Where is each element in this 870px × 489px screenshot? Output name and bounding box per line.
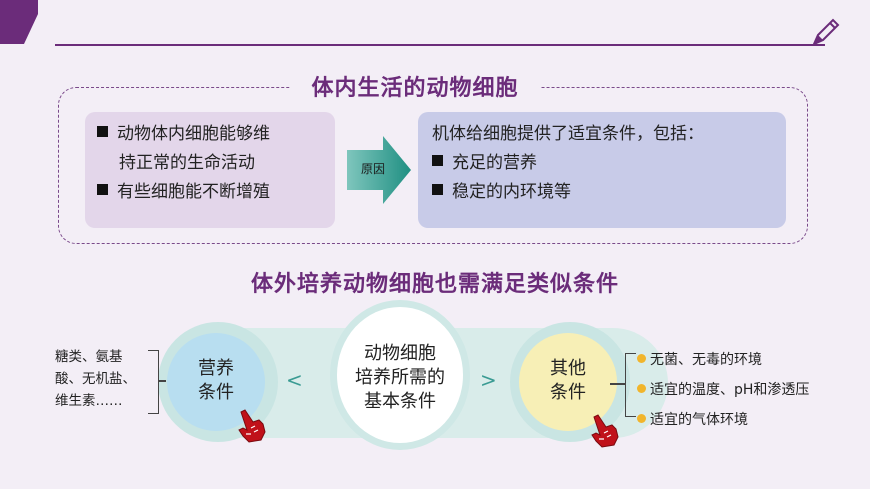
header-divider <box>55 44 825 46</box>
nutrition-line: 营养 <box>198 358 234 379</box>
nutrient-line: 酸、无机盐、 <box>55 371 136 387</box>
square-bullet-icon <box>97 126 108 137</box>
corner-decoration <box>0 0 38 44</box>
less-than-sign: < <box>286 368 303 392</box>
other-line: 条件 <box>550 382 586 403</box>
square-bullet-icon <box>97 184 108 195</box>
pen-icon <box>812 18 840 46</box>
nutrition-line: 条件 <box>198 382 234 403</box>
condition-item: 充足的营养 <box>432 149 772 178</box>
section-title: 体内生活的动物细胞 <box>290 71 540 107</box>
fact-text: 动物体内细胞能够维 <box>117 124 270 144</box>
conditions-card: 机体给细胞提供了适宜条件，包括： 充足的营养 稳定的内环境等 <box>418 112 786 228</box>
other-condition-text: 适宜的气体环境 <box>650 412 748 428</box>
nutrient-line: 维生素…… <box>55 393 123 409</box>
right-connector <box>610 383 625 385</box>
square-bullet-icon <box>432 155 443 166</box>
condition-item: 稳定的内环境等 <box>432 178 772 207</box>
center-circle <box>337 307 463 443</box>
condition-text: 稳定的内环境等 <box>452 182 571 202</box>
fact-item: 动物体内细胞能够维 <box>97 120 323 149</box>
nutrient-line: 糖类、氨基 <box>55 349 123 365</box>
center-line: 基本条件 <box>364 391 436 412</box>
reason-arrow-icon <box>347 136 411 204</box>
other-condition-item: 适宜的温度、pH和渗透压 <box>637 375 867 405</box>
bullet-dot-icon <box>637 384 646 393</box>
in-vivo-facts-card: 动物体内细胞能够维 持正常的生命活动 有些细胞能不断增殖 <box>85 112 335 228</box>
other-label: 其他 条件 <box>519 357 617 405</box>
other-condition-item: 无菌、无毒的环境 <box>637 345 867 375</box>
bullet-dot-icon <box>637 354 646 363</box>
square-bullet-icon <box>432 184 443 195</box>
condition-text: 充足的营养 <box>452 153 537 173</box>
center-label: 动物细胞 培养所需的 基本条件 <box>337 342 463 414</box>
fact-text: 有些细胞能不断增殖 <box>117 182 270 202</box>
fact-item-continued: 持正常的生命活动 <box>119 153 255 173</box>
subtitle: 体外培养动物细胞也需满足类似条件 <box>250 272 619 297</box>
right-bracket <box>625 353 636 417</box>
other-condition-text: 无菌、无毒的环境 <box>650 352 762 368</box>
other-condition-item: 适宜的气体环境 <box>637 405 867 435</box>
fact-item: 有些细胞能不断增殖 <box>97 178 323 207</box>
center-line: 培养所需的 <box>355 367 445 388</box>
pointing-hand-icon[interactable] <box>233 408 269 444</box>
nutrient-list: 糖类、氨基 酸、无机盐、 维生素…… <box>55 346 155 412</box>
pointing-hand-icon[interactable] <box>586 413 622 449</box>
bullet-dot-icon <box>637 414 646 423</box>
reason-label: 原因 <box>360 162 385 176</box>
other-line: 其他 <box>550 358 586 379</box>
left-bracket <box>148 350 159 414</box>
center-line: 动物细胞 <box>364 343 436 364</box>
greater-than-sign: > <box>480 368 497 392</box>
nutrition-label: 营养 条件 <box>167 357 265 405</box>
other-condition-text: 适宜的温度、pH和渗透压 <box>650 382 810 398</box>
conditions-intro: 机体给细胞提供了适宜条件，包括： <box>432 124 704 144</box>
other-conditions-list: 无菌、无毒的环境 适宜的温度、pH和渗透压 适宜的气体环境 <box>637 345 867 435</box>
left-connector <box>158 380 166 382</box>
other-circle[interactable] <box>519 333 617 431</box>
